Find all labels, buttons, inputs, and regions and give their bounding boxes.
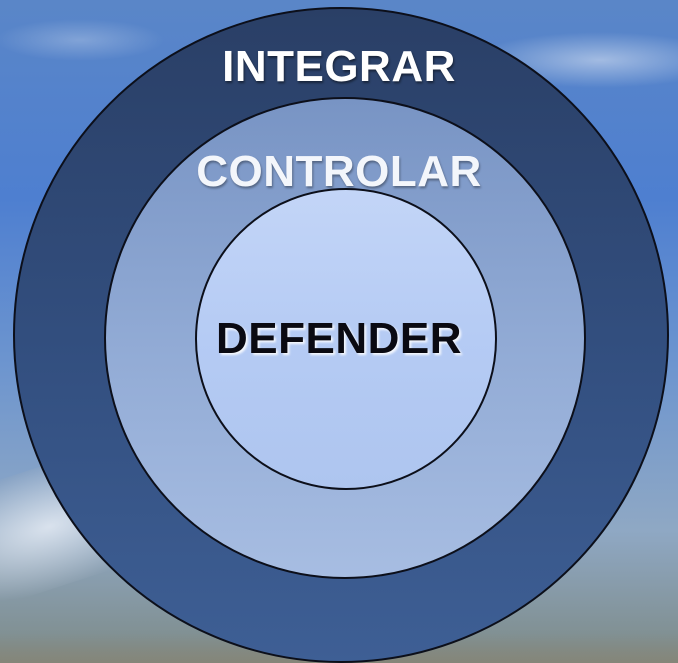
middle-ring-label: CONTROLAR bbox=[196, 147, 482, 196]
inner-circle bbox=[195, 188, 497, 490]
inner-circle-label: DEFENDER bbox=[215, 314, 463, 363]
outer-ring-label: INTEGRAR bbox=[222, 42, 456, 91]
